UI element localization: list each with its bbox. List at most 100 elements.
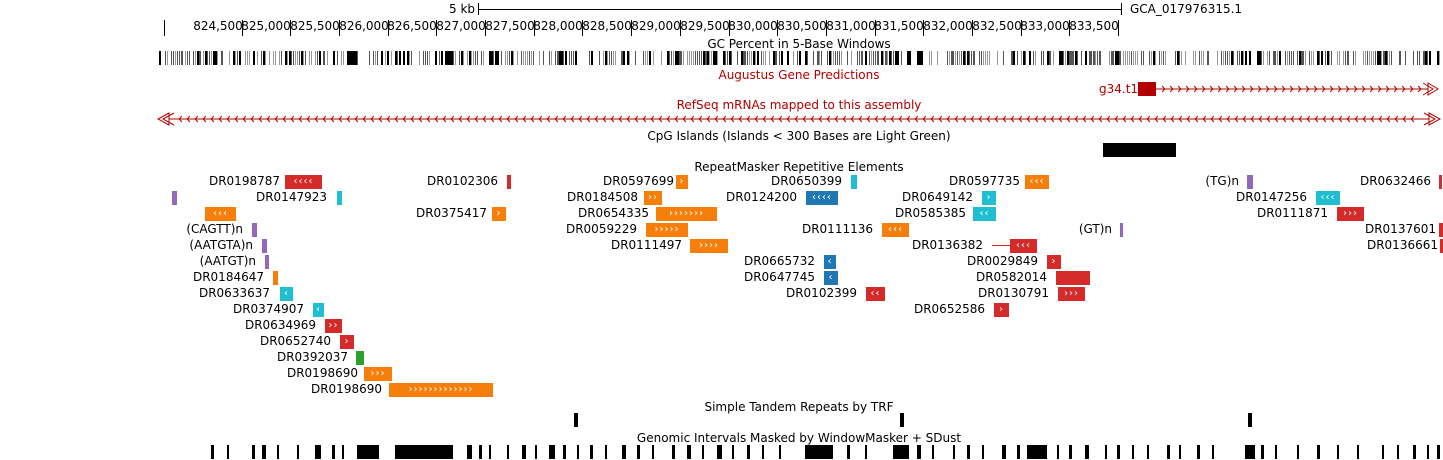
repeat-label[interactable]: DR0597735 [948,174,1020,188]
repeat-element[interactable]: › [994,303,1009,317]
repeat-label[interactable]: DR0102306 [426,174,498,188]
repeat-label[interactable]: DR0184647 [192,270,264,284]
repeat-label[interactable]: (TG)n [1205,174,1239,188]
repeat-label[interactable]: DR0137601 [1364,222,1436,236]
repeat-element[interactable] [851,175,857,189]
repeat-element[interactable] [252,223,257,237]
repeat-label[interactable]: DR0375417 [415,206,487,220]
gc-window-mark [1109,51,1110,65]
repeat-label[interactable]: DR0029849 [966,254,1038,268]
repeat-label[interactable]: DR0633637 [198,286,270,300]
repeat-label[interactable]: (CAGTT)n [186,222,243,236]
repeat-label[interactable]: (AATGTA)n [189,238,253,252]
repeat-label[interactable]: DR0147923 [255,190,327,204]
repeat-element[interactable] [172,191,177,205]
repeat-element[interactable]: ‹‹‹ [205,207,236,221]
repeat-element[interactable]: ››››› [646,223,688,237]
repeat-element[interactable]: ›› [325,319,342,333]
repeat-element[interactable]: ‹‹‹ [882,223,909,237]
repeat-element[interactable]: ‹‹ [866,287,885,301]
repeat-label[interactable]: DR0665732 [743,254,815,268]
repeat-element[interactable] [337,191,342,205]
repeat-label[interactable]: DR0111497 [610,238,682,252]
refseq-mrna-feature[interactable] [157,112,1443,128]
repeat-element[interactable]: ›› [644,191,662,205]
repeat-element[interactable] [1247,175,1253,189]
gc-window-mark [491,51,493,65]
repeat-label[interactable]: DR0059229 [565,222,637,236]
repeat-label[interactable]: DR0198690 [286,366,358,380]
repeat-label[interactable]: DR0392037 [276,350,348,364]
repeat-label[interactable]: DR0102399 [785,286,857,300]
repeat-label[interactable]: DR0124200 [725,190,797,204]
repeat-label[interactable]: (AATGT)n [199,254,256,268]
repeat-label[interactable]: DR0184508 [566,190,638,204]
repeat-element[interactable]: ››››››› [656,207,717,221]
repeat-label[interactable]: DR0634969 [244,318,316,332]
repeat-element[interactable] [1439,175,1442,189]
gc-window-mark [673,51,674,65]
windowmasker-track[interactable] [157,445,1443,459]
repeat-element[interactable]: ››› [364,367,392,381]
trf-repeat[interactable] [900,413,904,427]
repeat-label[interactable]: DR0654335 [577,206,649,220]
repeat-element[interactable]: › [1047,255,1061,269]
repeat-element[interactable] [273,271,278,285]
repeat-element[interactable]: › [492,207,506,221]
repeat-element[interactable]: ‹‹‹ [1010,239,1037,253]
repeat-label[interactable]: DR0198787 [208,174,280,188]
repeat-label[interactable]: DR0585385 [894,206,966,220]
repeat-element[interactable]: ››› [1337,207,1364,221]
repeat-element[interactable] [1439,223,1443,237]
repeat-element[interactable]: ›››› [690,239,728,253]
trf-repeat[interactable] [1248,413,1252,427]
gc-window-mark [689,51,690,65]
repeat-label[interactable]: DR0632466 [1359,174,1431,188]
repeat-element[interactable] [507,175,511,189]
repeat-element[interactable]: ››› [1058,287,1085,301]
repeat-element[interactable]: ‹ [824,271,838,285]
repeat-element[interactable] [356,351,364,365]
repeat-element[interactable] [262,239,267,253]
repeat-element[interactable] [1440,239,1443,253]
repeat-label[interactable]: DR0130791 [977,286,1049,300]
augustus-gene-feature[interactable] [1138,81,1440,97]
repeat-element[interactable]: › [340,335,354,349]
repeat-label[interactable]: DR0652586 [913,302,985,316]
repeat-label[interactable]: DR0198690 [310,382,382,396]
repeat-element[interactable]: › [676,175,688,189]
repeat-label[interactable]: DR0649142 [901,190,973,204]
repeat-label[interactable]: DR0136382 [911,238,983,252]
repeat-label[interactable]: DR0136661 [1366,238,1438,252]
augustus-gene-label[interactable]: g34.t1 [1099,82,1139,96]
repeat-label[interactable]: DR0111871 [1256,206,1328,220]
repeat-label[interactable]: DR0374907 [232,302,304,316]
trf-repeat[interactable] [574,413,578,427]
repeat-label[interactable]: DR0597699 [602,174,674,188]
repeat-element[interactable]: › [982,191,996,205]
repeat-label[interactable]: DR0147256 [1235,190,1307,204]
repeat-element[interactable]: ‹ [280,287,293,301]
repeat-element[interactable] [265,255,269,269]
repeat-label[interactable]: DR0650399 [770,174,842,188]
repeat-label[interactable]: DR0652740 [259,334,331,348]
repeat-element[interactable]: ‹‹‹ [1025,175,1049,189]
strand-chevrons: ››››››› [669,208,704,219]
repeat-element[interactable]: ‹‹ [973,207,996,221]
repeat-element[interactable]: ››››››››››››› [389,383,493,397]
repeat-element[interactable]: ‹‹‹‹ [285,175,322,189]
repeat-element[interactable]: ‹‹‹ [1316,191,1340,205]
repeat-element[interactable]: ‹ [824,255,836,269]
repeat-element[interactable] [1120,223,1123,237]
repeat-label[interactable]: DR0647745 [743,270,815,284]
gc-percent-track[interactable] [157,51,1443,65]
repeat-label[interactable]: (GT)n [1078,222,1112,236]
repeat-element[interactable]: ‹‹‹‹ [806,191,838,205]
repeat-element[interactable]: ‹ [313,303,324,317]
repeat-element[interactable] [1056,271,1090,285]
ruler-tick [1021,20,1022,36]
cpg-island[interactable] [1103,143,1176,157]
repeat-label[interactable]: DR0582014 [975,270,1047,284]
repeat-label[interactable]: DR0111136 [801,222,873,236]
